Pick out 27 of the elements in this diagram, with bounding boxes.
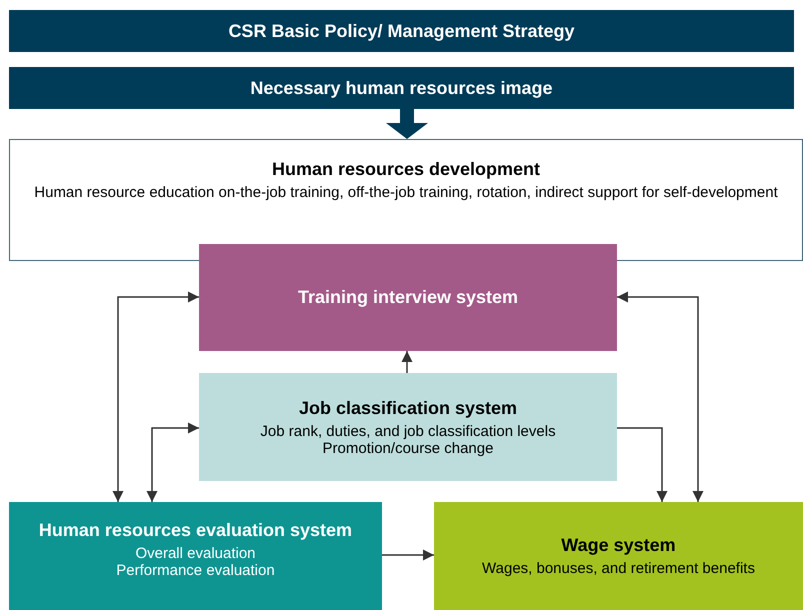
block-arrow: [386, 109, 428, 139]
arrow: [617, 427, 668, 502]
arrow: [402, 351, 412, 373]
box-text: Overall evaluation: [135, 544, 256, 562]
heading-bar: [9, 67, 794, 109]
box-text: Job rank, duties, and job classification levels: [260, 422, 556, 440]
arrow: [112, 292, 199, 502]
box-title: CSR Basic Policy/ Management Strategy: [228, 20, 575, 42]
arrow: [617, 292, 704, 502]
box-text: Performance evaluation: [116, 562, 275, 578]
process-box: [199, 373, 617, 481]
box-title: Human resources development: [272, 159, 540, 180]
arrow: [146, 422, 199, 502]
box-title: Training interview system: [298, 287, 518, 308]
box-text: Human resource education on-the-job training, off-the-job training, rotation, indirect support for self-development: [34, 184, 778, 201]
arrow: [382, 550, 434, 560]
box-text: Wages, bonuses, and retirement benefits: [482, 560, 755, 577]
process-box: [199, 244, 617, 351]
process-box: [434, 502, 803, 610]
box-title: Job classification system: [298, 398, 518, 418]
box-title: Wage system: [561, 535, 676, 556]
process-box: [9, 502, 382, 610]
box-title: Human resources evaluation system: [38, 520, 352, 540]
box-text: Promotion/course change: [322, 440, 494, 456]
process-box: [9, 139, 803, 261]
heading-bar: [9, 10, 794, 52]
box-title: Necessary human resources image: [250, 78, 553, 98]
